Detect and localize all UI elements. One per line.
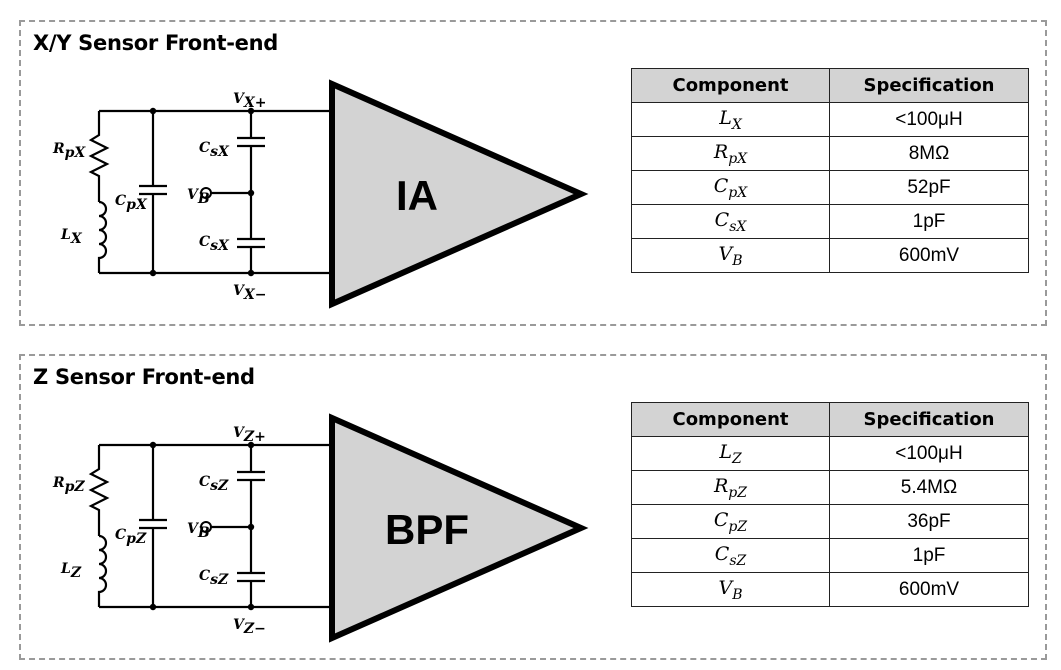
spec-table: Component Specification LX <100μH RpX 8M… [631,68,1029,273]
spec-value: <100μH [829,436,1029,471]
spec-value: 600mV [829,238,1029,273]
table-row: VB 600mV [631,572,1029,607]
rp-resistor [88,445,110,536]
spec-value: 8MΩ [829,136,1029,171]
vminus-label: VX− [233,283,266,303]
cp-capacitor [139,445,167,607]
table-row: LZ <100μH [631,436,1029,471]
table-row: RpX 8MΩ [631,136,1029,171]
cs-top-label: CsZ [199,474,229,494]
spec-value: 1pF [829,538,1029,573]
panel-title: X/Y Sensor Front-end [33,31,279,55]
spec-value: 5.4MΩ [829,470,1029,505]
node-dot [247,523,255,531]
l-label: LZ [60,561,82,581]
column-header-specification: Specification [829,402,1029,437]
component-symbol: VB [718,242,743,269]
vplus-label: VX+ [233,91,266,111]
node-dot [247,107,255,115]
column-header-component: Component [631,402,830,437]
spec-value: 36pF [829,504,1029,539]
vb-label: VB [187,521,210,541]
cs-top-capacitor [237,445,265,573]
xy-schematic: RpX LX CpX CsX CsX VB VX+ VX− IA [52,79,589,309]
cs-bottom-capacitor [237,237,265,273]
node-dot [247,189,255,197]
component-symbol: RpZ [713,474,747,501]
component-symbol: CpX [713,174,748,201]
xy-sensor-panel: X/Y Sensor Front-end RpX LX CpX CsX [19,20,1047,326]
table-row: CsZ 1pF [631,538,1029,573]
column-header-specification: Specification [829,68,1029,103]
table-row: RpZ 5.4MΩ [631,470,1029,505]
node-dot [149,107,157,115]
cs-bottom-label: CsX [199,234,230,254]
spec-table: Component Specification LZ <100μH RpZ 5.… [631,402,1029,607]
cp-label: CpZ [115,527,147,547]
node-dot [149,269,157,277]
spec-value: 52pF [829,170,1029,205]
cp-label: CpX [115,193,148,213]
rp-resistor [88,111,110,202]
spec-value: 600mV [829,572,1029,607]
component-symbol: LZ [719,440,742,467]
spec-value: <100μH [829,102,1029,137]
table-row: VB 600mV [631,238,1029,273]
component-symbol: CpZ [713,508,748,535]
cs-bottom-label: CsZ [199,568,229,588]
rp-label: RpX [52,141,86,161]
cp-capacitor [139,111,167,273]
cs-bottom-capacitor [237,571,265,607]
vplus-label: VZ+ [233,425,266,445]
vb-terminal [200,187,212,199]
node-dot [247,603,255,611]
component-symbol: CsZ [714,542,747,569]
panel-title: Z Sensor Front-end [33,365,255,389]
amplifier-label: IA [396,172,438,219]
z-schematic: RpZ LZ CpZ CsZ CsZ VB VZ+ VZ− BPF [52,413,589,643]
lz-inductor [97,534,108,607]
node-dot [149,441,157,449]
table-row: LX <100μH [631,102,1029,137]
spec-value: 1pF [829,204,1029,239]
bpf-amplifier-triangle [329,413,589,643]
cs-top-label: CsX [199,140,230,160]
node-dot [247,441,255,449]
table-row: CpX 52pF [631,170,1029,205]
cs-top-capacitor [237,111,265,239]
lx-inductor [97,200,108,273]
component-symbol: LX [719,106,742,133]
vb-terminal [200,521,212,533]
node-dot [247,269,255,277]
table-row: CpZ 36pF [631,504,1029,539]
vb-label: VB [187,187,210,207]
component-symbol: RpX [713,140,748,167]
z-sensor-panel: Z Sensor Front-end RpZ LZ CpZ CsZ CsZ VB… [19,354,1047,660]
table-row: CsX 1pF [631,204,1029,239]
node-dot [149,603,157,611]
component-symbol: CsX [714,208,747,235]
amplifier-label: BPF [385,506,469,553]
column-header-component: Component [631,68,830,103]
vminus-label: VZ− [233,617,266,637]
component-symbol: VB [718,576,743,603]
rp-label: RpZ [52,475,85,495]
l-label: LX [60,227,83,247]
ia-amplifier-triangle [329,79,589,309]
